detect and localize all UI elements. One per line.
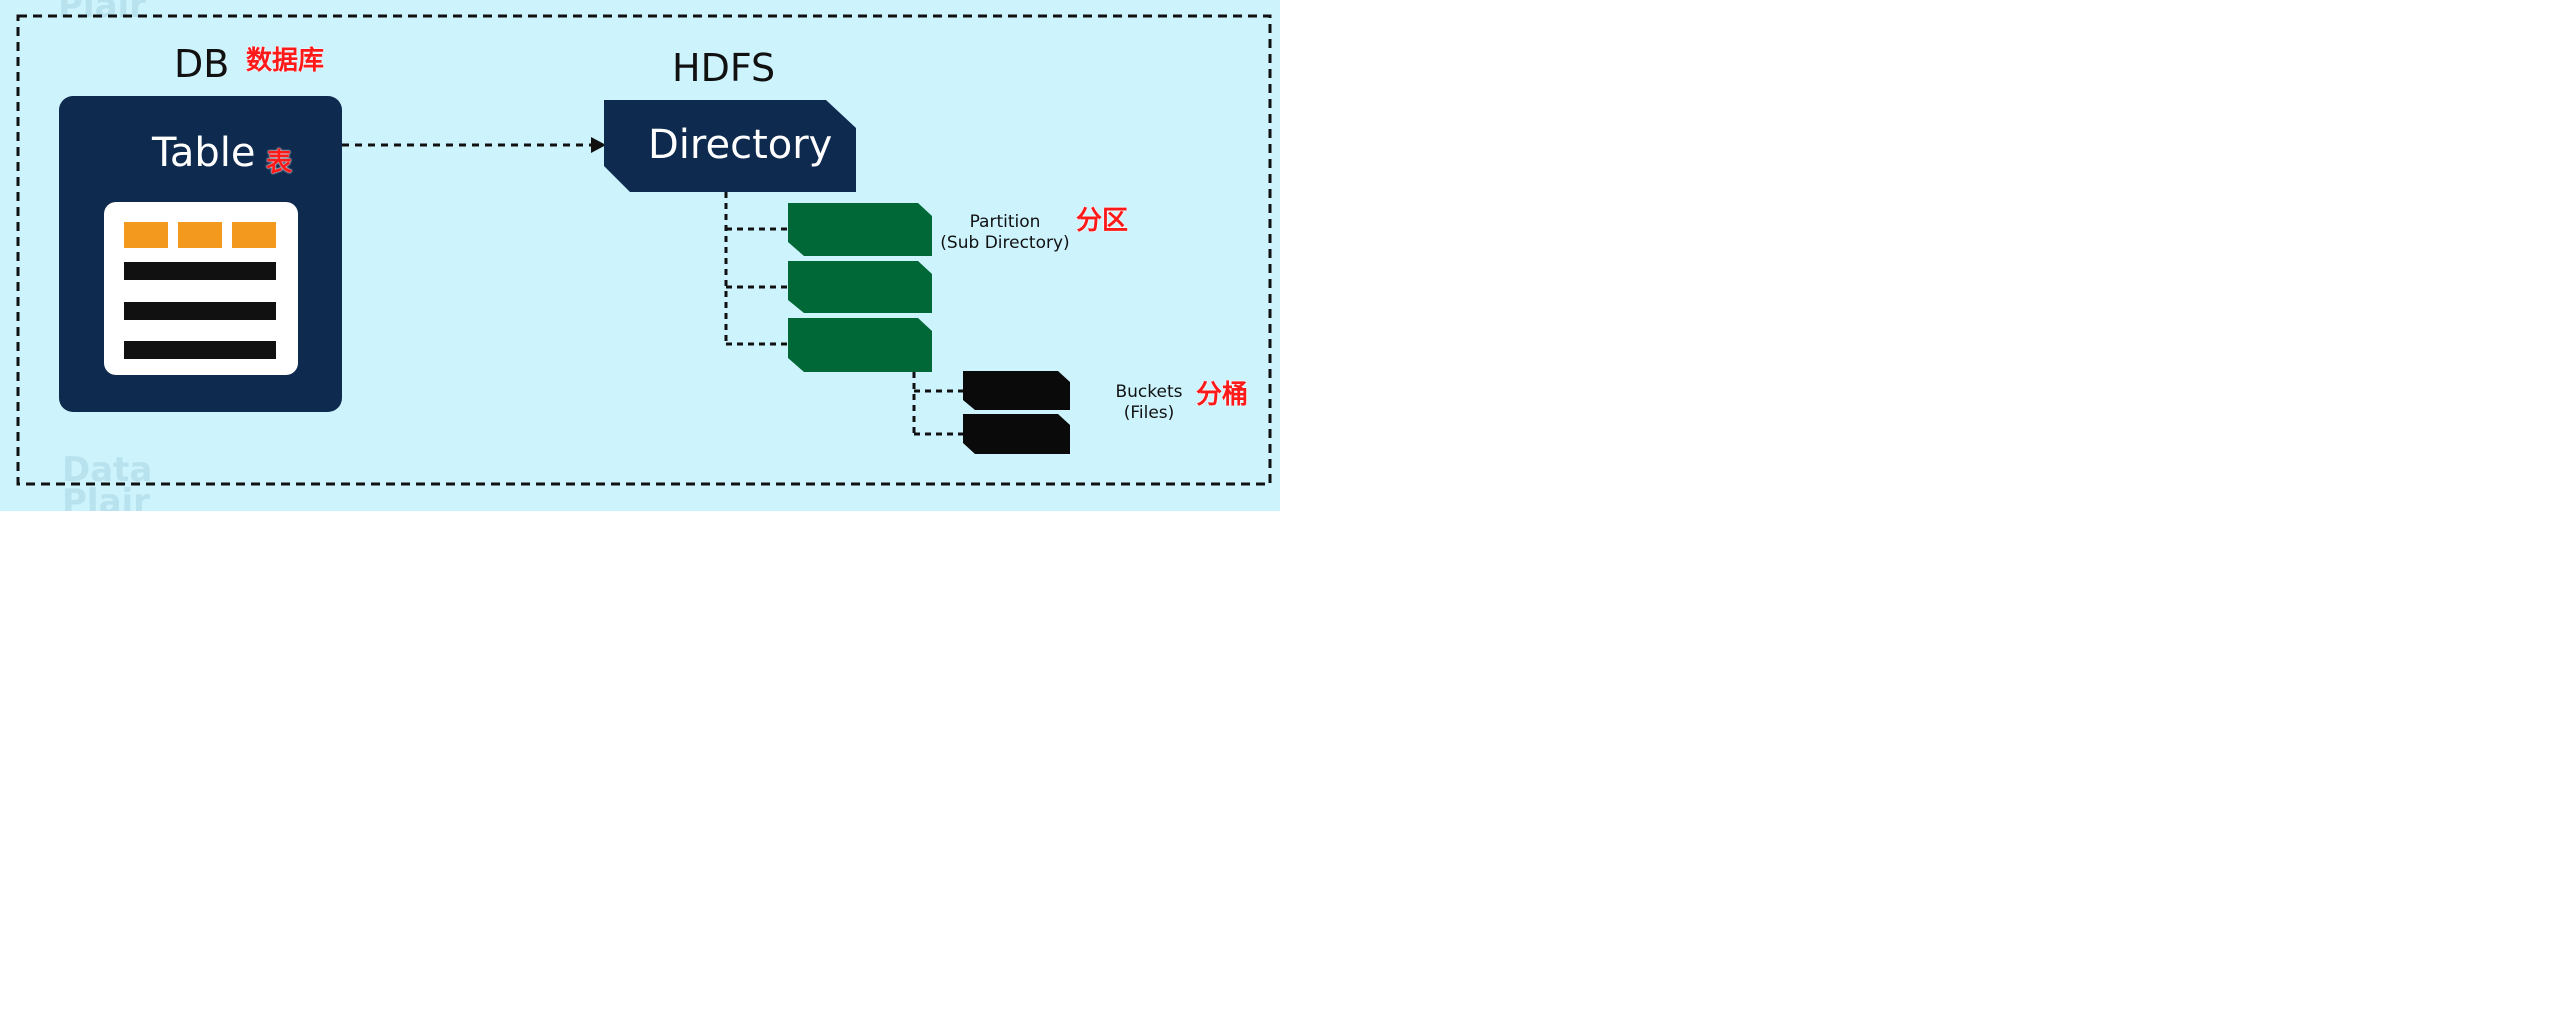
- watermark-bottom-line2: Plair: [62, 482, 150, 511]
- buckets-subtitle: (Files): [1123, 403, 1175, 423]
- outer-dashed-frame: [16, 14, 1272, 486]
- table-row-1: [124, 262, 276, 280]
- table-header-cell-3: [232, 222, 276, 248]
- partition-label: Partition (Sub Directory): [930, 212, 1080, 254]
- table-header-cell-1: [124, 222, 168, 248]
- partition-title: Partition: [969, 212, 1041, 232]
- directory-shape: [604, 100, 856, 192]
- bucket-shape-1: [963, 371, 1070, 410]
- table-row-2: [124, 302, 276, 320]
- partition-cn-tag: 分区: [1076, 206, 1129, 236]
- arrowhead: [591, 137, 606, 153]
- watermark-top: Plair: [58, 0, 146, 26]
- partition-shape-1: [788, 203, 932, 256]
- buckets-label: Buckets (Files): [1106, 382, 1192, 424]
- partition-subtitle: (Sub Directory): [940, 233, 1070, 253]
- buckets-title: Buckets: [1115, 382, 1183, 402]
- db-label: DB: [174, 42, 230, 86]
- table-cn-tag: 表: [266, 148, 293, 178]
- diagram-graphics: [16, 14, 1272, 486]
- hdfs-label: HDFS: [672, 46, 776, 90]
- table-row-3: [124, 341, 276, 359]
- db-cn-tag: 数据库: [246, 46, 325, 76]
- table-header-cell-2: [178, 222, 222, 248]
- hive-data-model-diagram: Plair Data Plair: [0, 0, 1280, 511]
- table-label: Table: [152, 130, 256, 176]
- partition-shape-3: [788, 318, 932, 372]
- buckets-cn-tag: 分桶: [1196, 380, 1249, 410]
- partition-shape-2: [788, 261, 932, 313]
- directory-label: Directory: [648, 122, 833, 168]
- bucket-shape-2: [963, 414, 1070, 454]
